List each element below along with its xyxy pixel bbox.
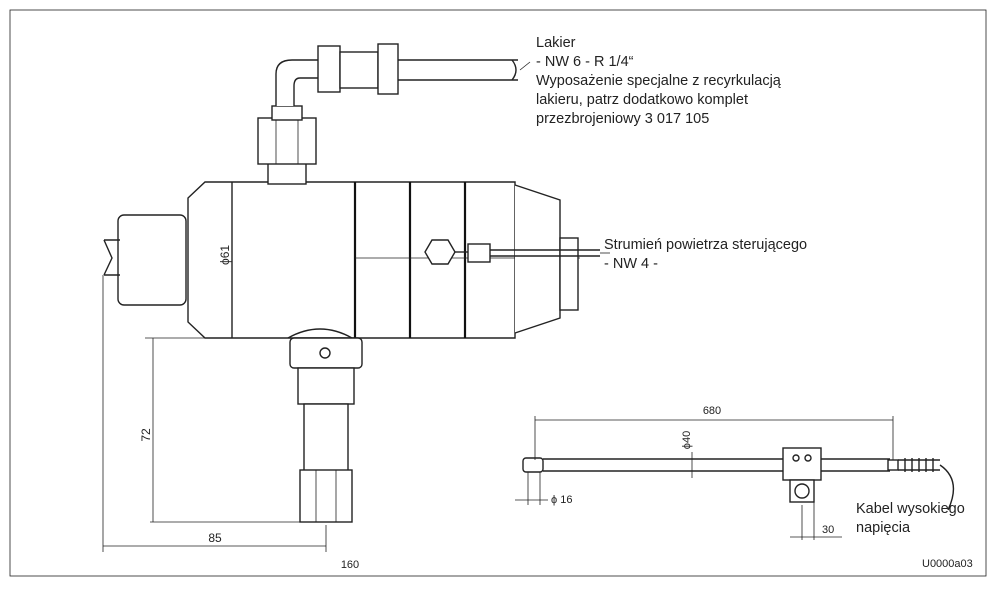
dimensions-main: ϕ61 72 85 160 (102, 190, 359, 571)
dim-offset-30: 30 (822, 524, 834, 536)
callout-paint-line2: - NW 6 - R 1/4“ (536, 54, 634, 70)
dim-width: 85 (208, 531, 222, 545)
dim-diameter-16: ϕ 16 (551, 494, 572, 506)
callout-paint-line3: Wyposażenie specjalne z recyrkulacją (536, 73, 781, 89)
callout-paint-line5: przezbrojeniowy 3 017 105 (536, 111, 710, 127)
dim-length: 680 (703, 405, 721, 417)
dimensions-long: 680 ϕ40 ϕ 16 30 (515, 405, 894, 540)
callout-cable-line2: napięcia (856, 520, 911, 536)
callout-air-line2: - NW 4 - (604, 256, 658, 272)
callout-cable-line1: Kabel wysokiego (856, 501, 965, 517)
spray-gun-main-view (103, 43, 600, 523)
drawing-id: U0000a03 (922, 558, 973, 570)
dim-cut-label: 160 (341, 559, 359, 571)
callout-paint-line4: lakieru, patrz dodatkowo komplet (536, 92, 748, 108)
callout-paint-line1: Lakier (536, 35, 576, 51)
border (9, 9, 987, 577)
spray-gun-long-view (522, 447, 955, 511)
dim-diameter-body: ϕ61 (218, 245, 232, 265)
callout-air-line1: Strumień powietrza sterującego (604, 237, 808, 253)
dim-height: 72 (139, 428, 153, 442)
callout-cable: Kabel wysokiego napięcia (856, 500, 965, 538)
dim-diameter-40: ϕ40 (681, 431, 693, 449)
callout-air: Strumień powietrza sterującego - NW 4 - (604, 236, 807, 274)
callout-paint: Lakier - NW 6 - R 1/4“ Wyposażenie specj… (536, 34, 781, 129)
